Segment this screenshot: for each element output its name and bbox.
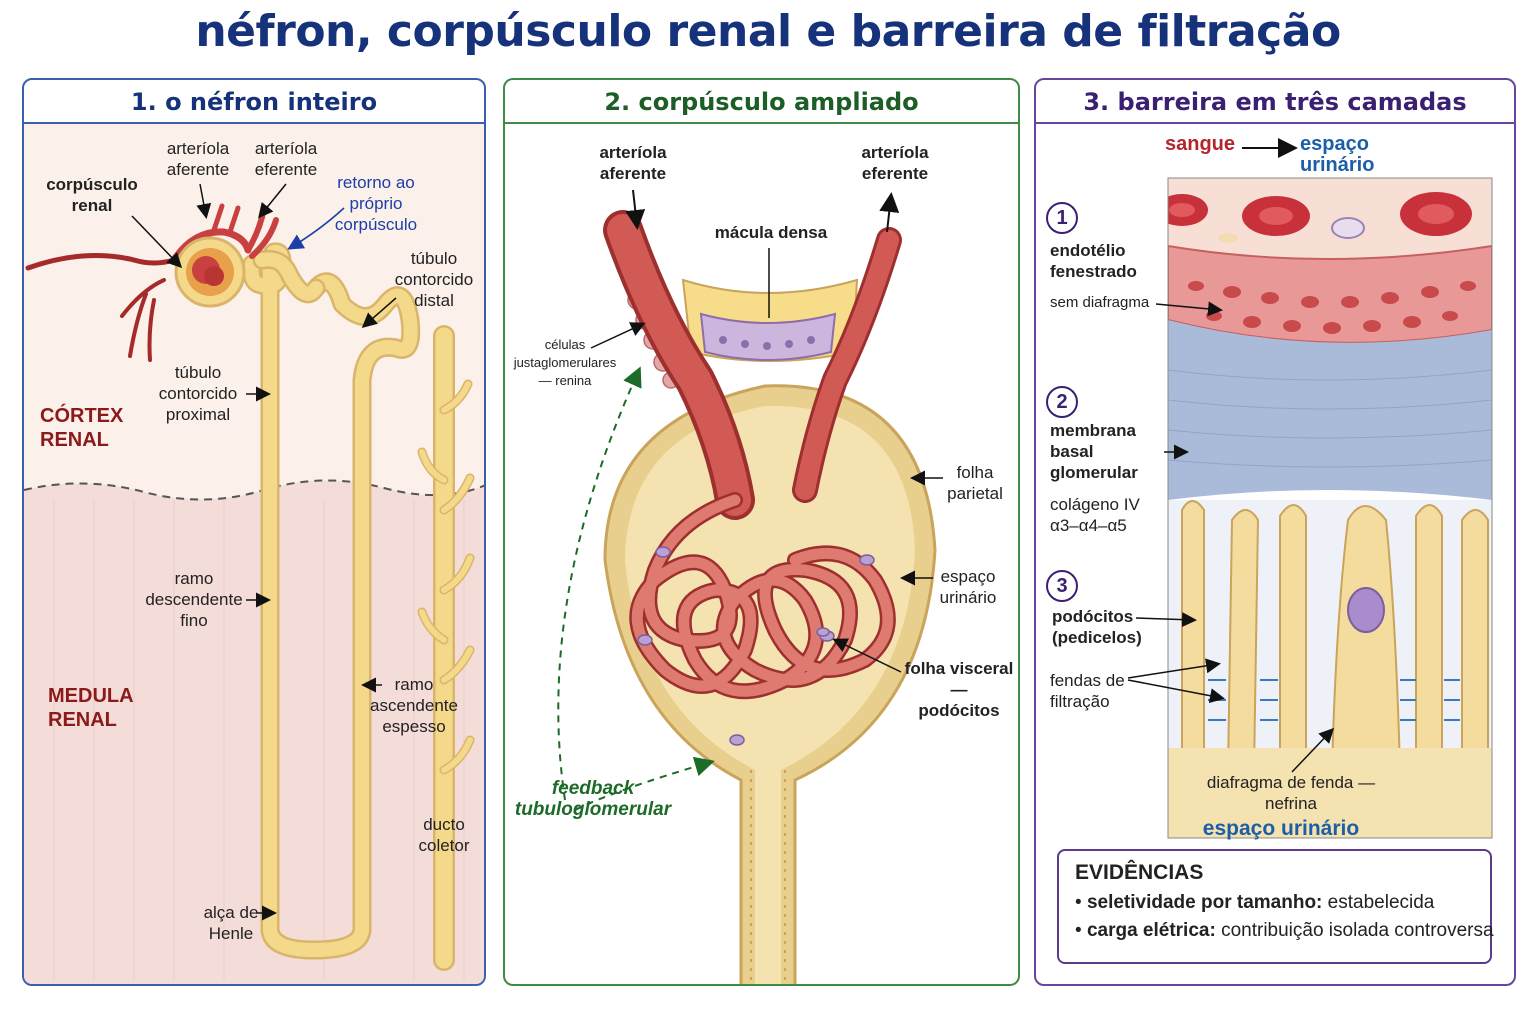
- panel-filtration-barrier: 3. barreira em três camadas: [1034, 78, 1516, 986]
- panel-filtration-barrier-heading: 3. barreira em três camadas: [1036, 80, 1514, 124]
- efferent-arteriole: [792, 227, 902, 503]
- label-sangue: sangue: [1164, 133, 1236, 155]
- barrier-illustration: [1127, 138, 1493, 839]
- label-macula-densa: mácula densa: [714, 223, 828, 242]
- page-title: néfron, corpúsculo renal e barreira de f…: [195, 6, 1341, 57]
- nephron-illustration: [24, 124, 484, 984]
- layer-number-2: 2: [1046, 386, 1078, 418]
- label-espaco-urinario-topo: espaço urinário: [1300, 133, 1375, 176]
- renal-corpuscle: [174, 236, 246, 308]
- renal-vessels: [25, 203, 279, 362]
- red-blood-cells: [1168, 192, 1472, 243]
- evidence-box: EVIDÊNCIAS • seletividade por tamanho: e…: [1057, 849, 1494, 964]
- endothelial-fenestrae: [1188, 281, 1476, 334]
- evidence-item: • carga elétrica: contribuição isolada c…: [1075, 920, 1494, 941]
- slit-diaphragms: [1208, 679, 1460, 721]
- label-diafragma-fenda-nefrina: diafragma de fenda —nefrina: [1206, 773, 1376, 813]
- glomerular-tuft: [629, 492, 896, 700]
- panel-nephron-heading: 1. o néfron inteiro: [24, 80, 484, 124]
- medulla-striations: [53, 500, 465, 980]
- podocyte-foot-processes: [1168, 500, 1492, 838]
- evidence-heading: EVIDÊNCIAS: [1075, 861, 1204, 884]
- panel-corpuscle: 2. corpúsculo ampliado: [503, 78, 1020, 986]
- glomerular-basement-membrane: [1168, 320, 1492, 500]
- collecting-duct: [417, 325, 475, 971]
- panel-corpuscle-heading: 2. corpúsculo ampliado: [505, 80, 1018, 124]
- afferent-arteriole: [603, 210, 755, 520]
- corpuscle-illustration: [557, 189, 943, 984]
- macula-densa: [681, 278, 859, 362]
- label-espaco-urinario-base: espaço urinário: [1202, 817, 1360, 840]
- layer-number-1: 1: [1046, 202, 1078, 234]
- panel-nephron: 1. o néfron inteiro: [22, 78, 486, 986]
- evidence-item: • seletividade por tamanho: estabelecida: [1075, 892, 1435, 913]
- nephron-tubule: [242, 242, 421, 960]
- podocyte-nuclei: [637, 546, 875, 746]
- label-podocitos-pedicelos: podócitos(pedicelos): [1052, 607, 1142, 647]
- label-folha-visceral-podocitos: folha visceral —podócitos: [904, 659, 1014, 720]
- podocyte-nucleus: [1347, 587, 1385, 633]
- label-sem-diafragma: sem diafragma: [1050, 294, 1150, 311]
- layer-number-3: 3: [1046, 570, 1078, 602]
